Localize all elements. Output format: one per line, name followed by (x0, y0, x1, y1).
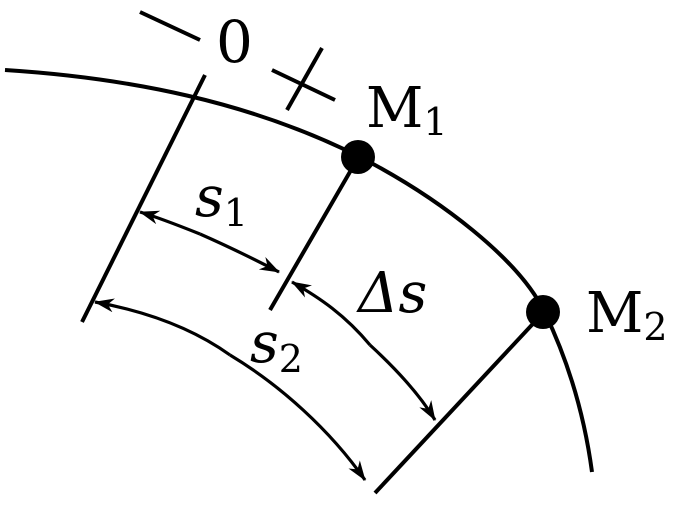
label-m1-name: M (366, 76, 423, 141)
origin-label: 0 (216, 8, 253, 76)
label-s1-sub: 1 (224, 191, 248, 235)
label-s2-sym: s (250, 311, 279, 376)
label-m1-sub: 1 (423, 100, 447, 144)
arrow-delta-s-fwd (368, 343, 437, 421)
arrow-s1 (199, 232, 280, 274)
origin-tick-cross-stem (285, 47, 324, 111)
origin-tick-left (139, 10, 201, 42)
m2-radial-line (373, 311, 545, 495)
label-delta-s-sym: Δs (356, 261, 427, 326)
point-m2 (526, 295, 560, 329)
trajectory-curve (4, 68, 594, 473)
arrow-s2 (94, 298, 231, 357)
arrow-s2-fwd (229, 353, 367, 481)
label-m2: M2 (586, 281, 668, 349)
label-m2-sub: 2 (643, 305, 667, 349)
point-m1 (341, 140, 375, 174)
label-s2-sub: 2 (279, 337, 303, 381)
arrow-delta-s (291, 280, 372, 347)
label-s1: s1 (195, 165, 248, 235)
label-s2: s2 (250, 311, 303, 381)
label-m1: M1 (366, 76, 448, 144)
label-m2-name: M (586, 281, 643, 346)
origin-tick-cross (271, 68, 336, 102)
label-delta-s: Δs (356, 261, 427, 326)
label-s1-sym: s (195, 165, 224, 230)
origin-radial-line (80, 74, 207, 323)
arrow-s1-back (139, 210, 201, 236)
m1-radial-line (268, 156, 360, 312)
